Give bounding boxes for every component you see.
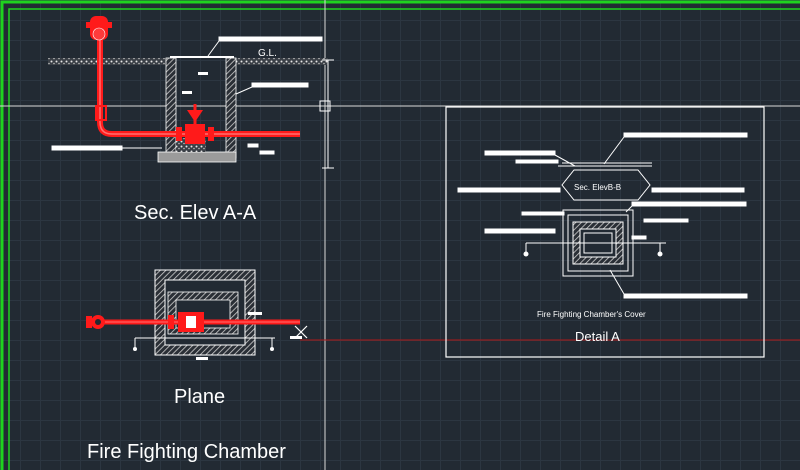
section-b-label: Sec. ElevB-B (574, 183, 621, 192)
gate-valve-icon (176, 104, 214, 144)
detail-title: Detail A (575, 329, 620, 344)
leader-labels-section-a (51, 36, 323, 155)
gl-label: G.L. (258, 48, 277, 59)
detail-a-box[interactable]: Sec. ElevB-B (445, 106, 765, 358)
fire-hydrant-icon (86, 315, 105, 329)
ground-surface-right (236, 58, 328, 65)
leader-labels-detail-a (457, 132, 748, 299)
fire-pipe-riser (95, 38, 300, 137)
sheet-title: Fire Fighting Chamber (87, 441, 286, 463)
cover-caption: Fire Fighting Chamber's Cover (537, 310, 646, 319)
cover-section-b (558, 162, 652, 201)
chamber-floor (157, 151, 237, 163)
gate-valve-icon (168, 312, 204, 332)
fire-hydrant-icon (86, 16, 112, 41)
close-x-marker (294, 325, 308, 339)
section-a-title: Sec. Elev A-A (134, 202, 257, 224)
plan-title: Plane (174, 386, 225, 408)
chamber-wall-right (225, 57, 237, 159)
cover-plan (525, 209, 666, 277)
chamber-plan[interactable] (86, 269, 308, 360)
section-a-a[interactable]: G.L. (48, 16, 334, 169)
ground-surface (48, 58, 166, 65)
chamber-wall-left (165, 57, 177, 159)
